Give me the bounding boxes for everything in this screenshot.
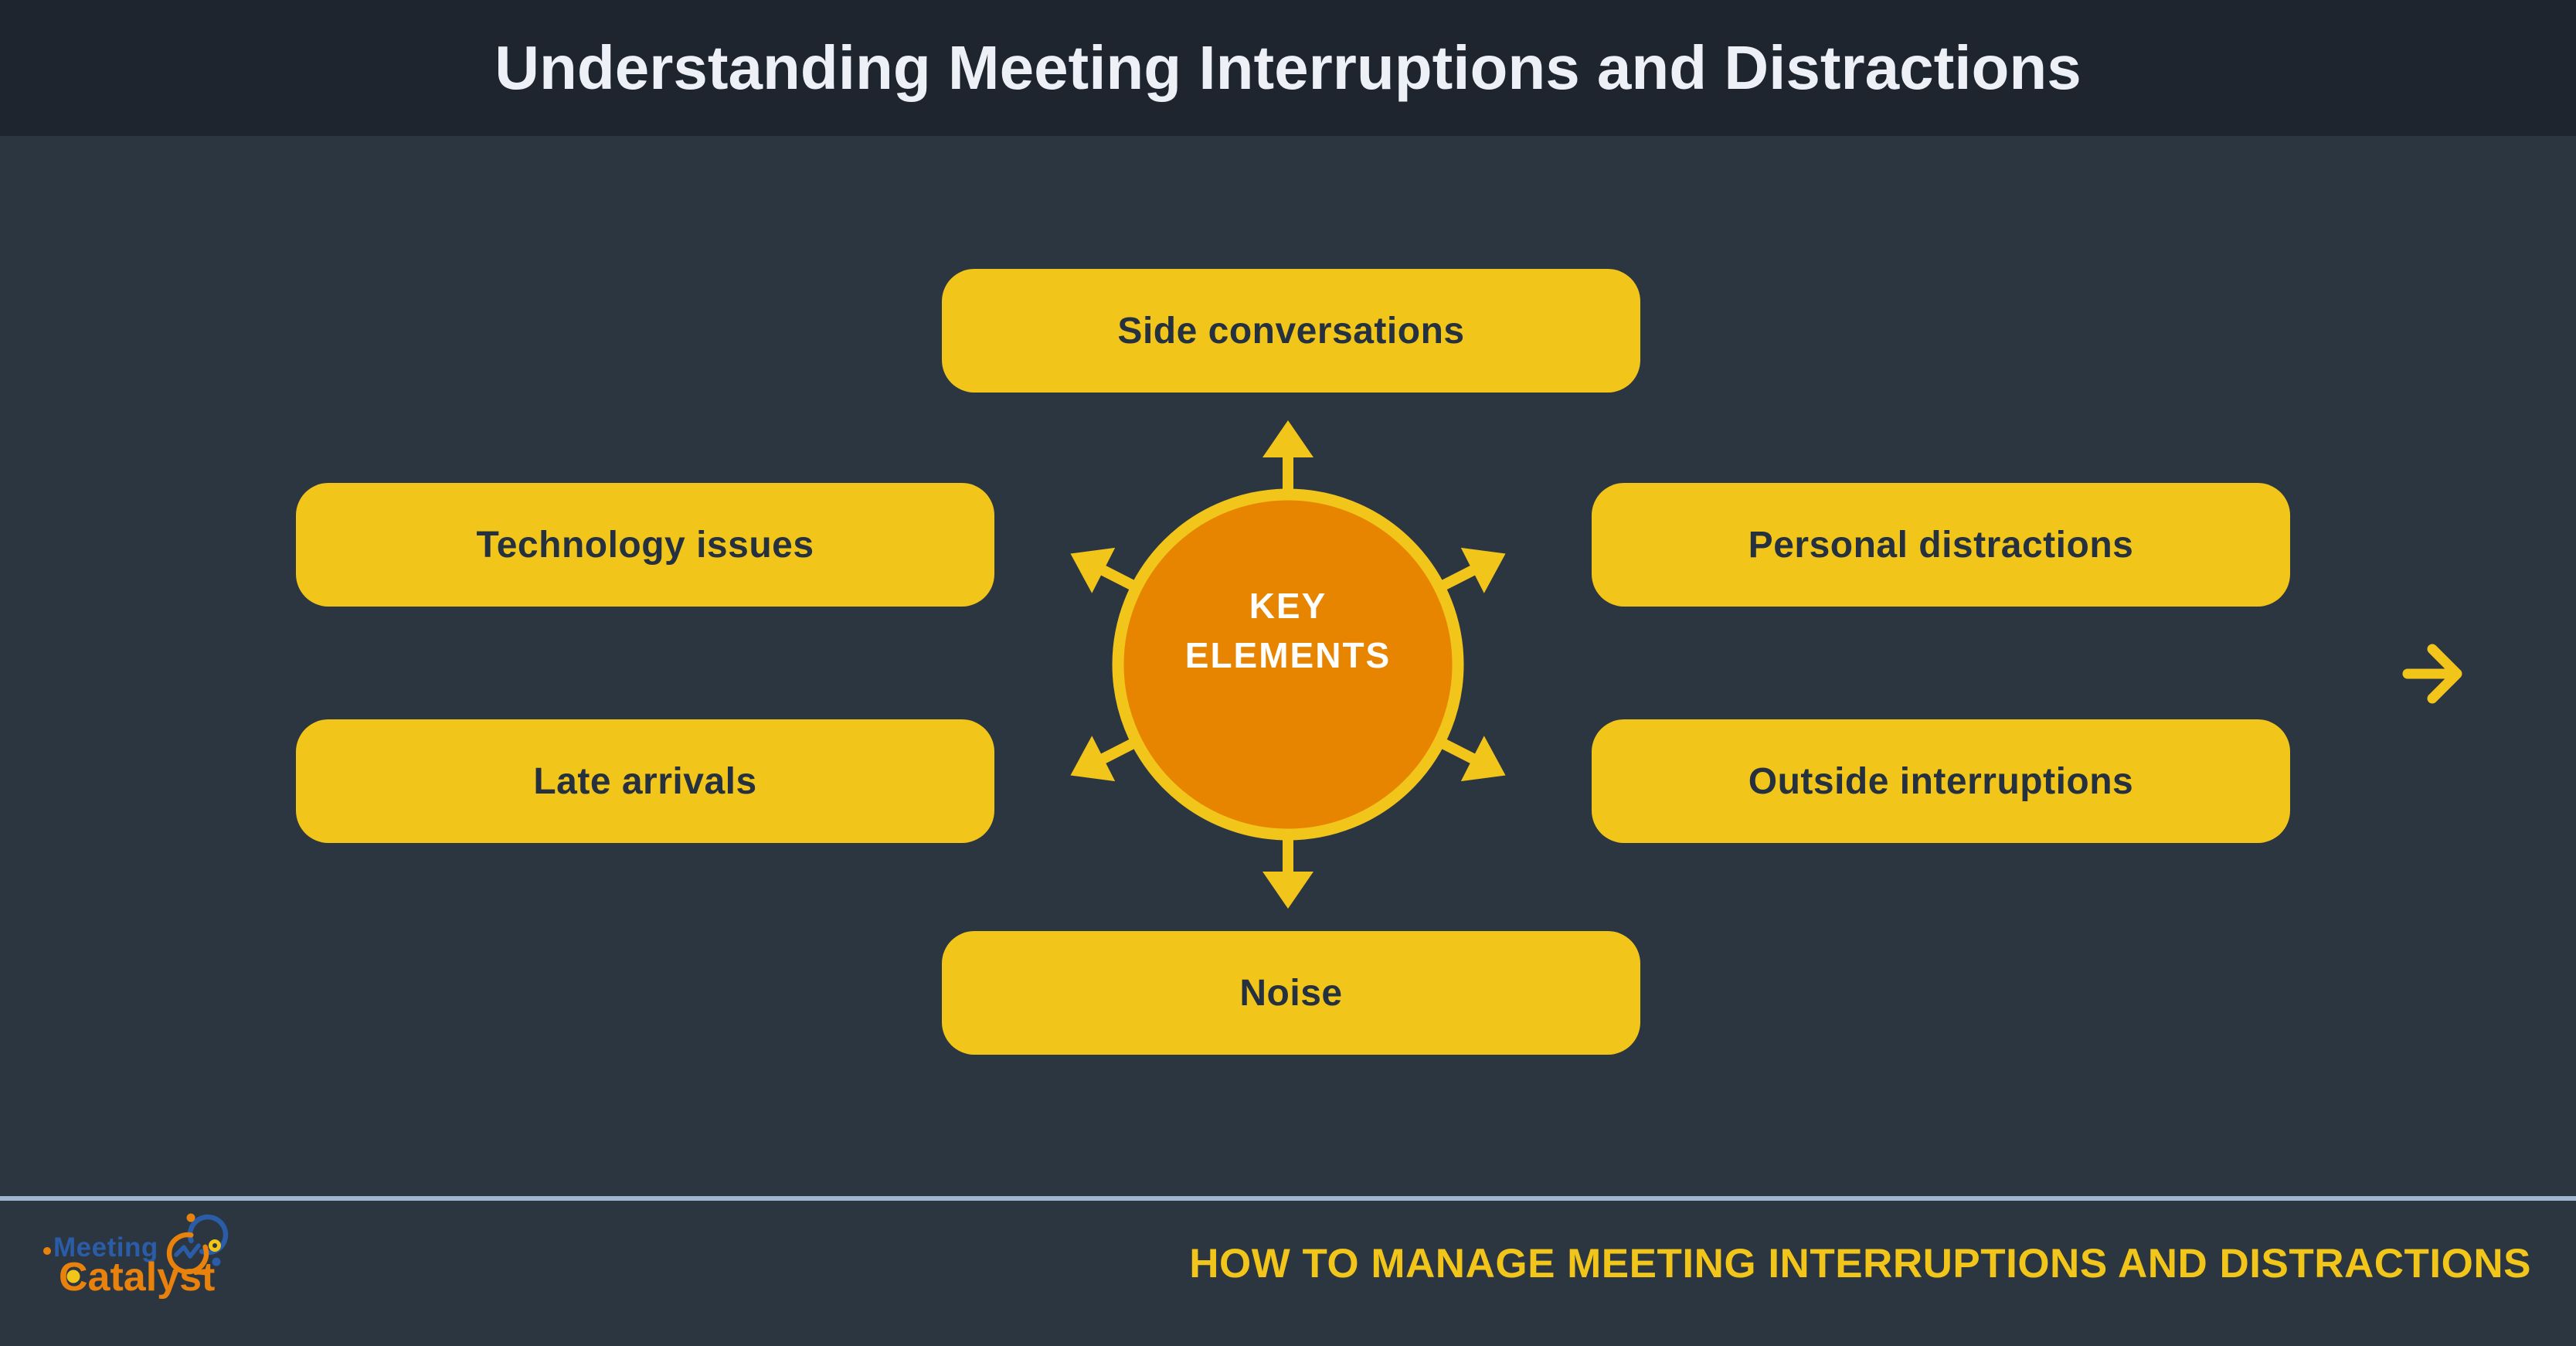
footer-divider	[0, 1196, 2576, 1201]
item-label: Noise	[1239, 972, 1343, 1014]
meeting-catalyst-logo: Meeting Catalyst	[43, 1213, 229, 1300]
item-box-personal-distractions: Personal distractions	[1592, 483, 2290, 607]
item-box-side-conversations: Side conversations	[942, 269, 1640, 393]
radial-arrow-down-icon	[1263, 838, 1313, 909]
radial-arrow-up-icon	[1263, 420, 1313, 491]
next-arrow-icon[interactable]	[2401, 640, 2468, 706]
item-label: Personal distractions	[1748, 524, 2134, 566]
hub-graphic	[994, 371, 1582, 958]
item-box-outside-interruptions: Outside interruptions	[1592, 719, 2290, 843]
item-label: Side conversations	[1117, 310, 1465, 352]
item-box-technology-issues: Technology issues	[296, 483, 994, 607]
slide-title: Understanding Meeting Interruptions and …	[494, 33, 2082, 102]
item-box-noise: Noise	[942, 931, 1640, 1055]
logo-dot-orange-icon	[43, 1247, 51, 1255]
item-box-late-arrivals: Late arrivals	[296, 719, 994, 843]
logo-word-catalyst: Catalyst	[59, 1255, 215, 1300]
item-label: Technology issues	[476, 524, 814, 566]
header-bar: Understanding Meeting Interruptions and …	[0, 0, 2576, 136]
item-label: Outside interruptions	[1748, 760, 2134, 802]
hub-circle	[1112, 488, 1464, 841]
item-label: Late arrivals	[533, 760, 757, 802]
footer-title: HOW TO MANAGE MEETING INTERRUPTIONS AND …	[1189, 1241, 2531, 1287]
logo-dot-yellow-in-c-icon	[66, 1270, 80, 1283]
logo-word-meeting: Meeting	[53, 1232, 158, 1263]
logo-mark-icon	[166, 1213, 229, 1276]
hub-label: KEY ELEMENTS	[1184, 586, 1392, 675]
